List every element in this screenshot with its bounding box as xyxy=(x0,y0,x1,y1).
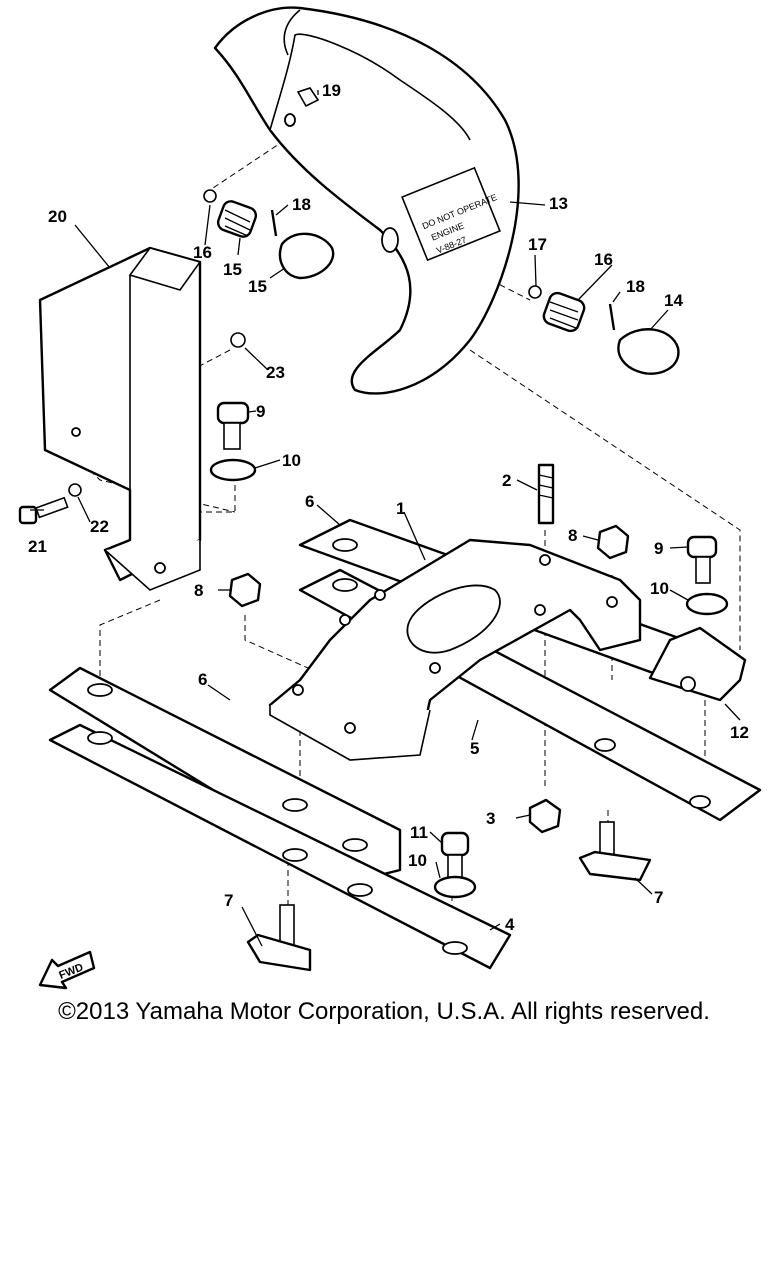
callout-6b: 6 xyxy=(198,670,207,689)
part-9-bolt-right xyxy=(686,535,718,584)
part-8-nut-right xyxy=(596,524,630,560)
callout-15b: 16 xyxy=(594,250,613,269)
callout-20: 20 xyxy=(48,207,67,226)
callout-7a: 7 xyxy=(224,891,233,910)
part-23-nut xyxy=(230,332,246,348)
part-3-nut xyxy=(528,798,562,834)
part-16-washer-left xyxy=(203,189,217,203)
callout-22: 22 xyxy=(90,517,109,536)
callout-leaders xyxy=(30,90,741,947)
callout-numbers: 19 13 17 16 18 14 16 15 18 15 20 23 9 10… xyxy=(28,81,749,934)
left-knob-assembly xyxy=(203,189,335,280)
part-20-bracket-panel xyxy=(38,246,202,591)
callout-6a: 6 xyxy=(305,492,314,511)
copyright-notice: ©2013 Yamaha Motor Corporation, U.S.A. A… xyxy=(58,998,710,1025)
callout-18a: 18 xyxy=(292,195,311,214)
callout-8b: 8 xyxy=(568,526,577,545)
callout-7b: 7 xyxy=(654,888,663,907)
part-10-washer-left xyxy=(209,458,257,482)
part-18-pin-right xyxy=(608,303,616,331)
callout-16b: 17 xyxy=(528,235,547,254)
callout-10b: 10 xyxy=(650,579,669,598)
part-14-knob xyxy=(617,328,680,375)
part-10-washer-lower xyxy=(433,875,477,899)
callout-8a: 8 xyxy=(194,581,203,600)
part-11-bolt xyxy=(440,831,470,880)
part-15-spring-left xyxy=(216,200,258,238)
part-4-strip xyxy=(48,723,512,970)
part-21-bolt xyxy=(18,496,69,525)
part-9-bolt-left xyxy=(216,401,250,450)
part-16-washer-right xyxy=(528,285,542,299)
callout-3: 3 xyxy=(486,809,495,828)
part-12-bracket xyxy=(648,626,747,702)
part-1-main-plate xyxy=(268,538,642,761)
callout-9a: 9 xyxy=(256,402,265,421)
part-19-clip xyxy=(296,87,320,108)
fwd-arrow-icon: FWD xyxy=(38,950,96,990)
part-7-tbolt-right xyxy=(578,821,652,882)
part-18-pin-left xyxy=(270,209,278,237)
part-15-spring-right xyxy=(542,291,586,333)
exploded-parts-diagram: DO NOT OPERATE ENGINE V-88-27 xyxy=(18,6,762,990)
callout-14: 14 xyxy=(664,291,683,310)
part-10-washer-right xyxy=(685,592,729,616)
callout-13: 13 xyxy=(549,194,568,213)
callout-5: 5 xyxy=(470,739,479,758)
callout-10c: 10 xyxy=(408,851,427,870)
callout-9b: 9 xyxy=(654,539,663,558)
part-7-tbolt-left xyxy=(246,904,312,972)
callout-23: 23 xyxy=(266,363,285,382)
callout-4: 4 xyxy=(505,915,515,934)
part-2-stud xyxy=(537,463,555,525)
callout-21: 21 xyxy=(28,537,47,556)
callout-19: 19 xyxy=(322,81,341,100)
callout-18b: 18 xyxy=(626,277,645,296)
callout-12: 12 xyxy=(730,723,749,742)
callout-1: 1 xyxy=(396,499,405,518)
callout-2: 2 xyxy=(502,471,511,490)
part-13-engine-cover: DO NOT OPERATE ENGINE V-88-27 xyxy=(213,6,520,395)
callout-11: 11 xyxy=(410,823,428,842)
callout-16a: 16 xyxy=(193,243,212,262)
right-knob-assembly xyxy=(528,285,680,375)
part-22-washer xyxy=(68,483,82,497)
part-17-knob xyxy=(278,232,335,280)
callout-17: 15 xyxy=(248,277,267,296)
callout-15a: 15 xyxy=(223,260,242,279)
part-8-nut-left xyxy=(228,572,262,608)
callout-10a: 10 xyxy=(282,451,301,470)
